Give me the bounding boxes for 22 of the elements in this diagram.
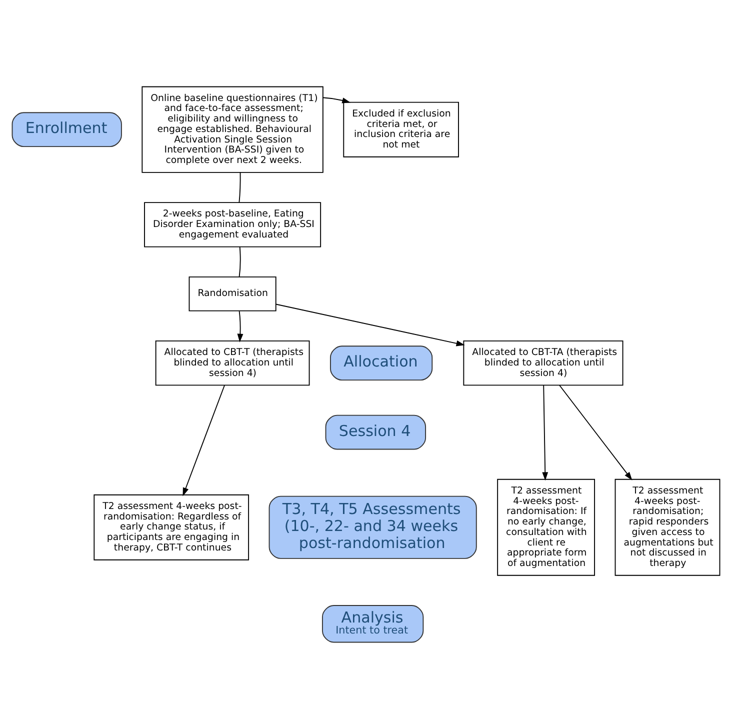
node-box: Analysis Intent to treat — [322, 604, 424, 642]
node-box: Allocated to CBT-T (therapists blinded to allocation until session 4) — [155, 340, 310, 386]
arrow — [322, 96, 351, 103]
node-box: Excluded if exclusion criteria met, or inclusion criteria are not met — [343, 101, 459, 157]
arrow — [237, 310, 244, 342]
arrow — [182, 384, 226, 496]
node-box: T2 assessment 4-weeks post-randomisation: Regardless of early change status, if participants are engaging in therapy, CBT-T continues — [94, 494, 250, 560]
node-box: Randomisation — [188, 276, 276, 311]
node-box: Allocation — [330, 345, 433, 380]
node-box: Online baseline questionnaires (T1) and face-to-face assessment; eligibility and willingness to engage established. Behavioural Activation Single Session Intervention (BA-SSI) given to complete over next 2 weeks. — [142, 86, 324, 172]
node-box: Allocated to CBT-TA (therapists blinded to allocation until session 4) — [463, 340, 624, 386]
connector — [238, 246, 241, 277]
node-box: T3, T4, T5 Assessments (10-, 22- and 34 weeks post-randomisation — [268, 495, 477, 558]
arrow — [559, 384, 632, 480]
arrow — [276, 303, 465, 346]
node-box: T2 assessment 4-weeks post-randomisation: If no early change, consultation with client re appropriate form of augmentation — [497, 478, 595, 576]
node-box: Enrollment — [12, 112, 122, 147]
node-box: Session 4 — [325, 414, 426, 450]
node-box: 2-weeks post-baseline, Eating Disorder Examination only; BA-SSI engagement evaluated — [144, 202, 322, 247]
node-box: T2 assessment 4-weeks post-randomisation; rapid responders given access to augmentations but not discussed in therapy — [614, 478, 720, 576]
arrow — [542, 384, 548, 480]
connector — [238, 172, 241, 202]
